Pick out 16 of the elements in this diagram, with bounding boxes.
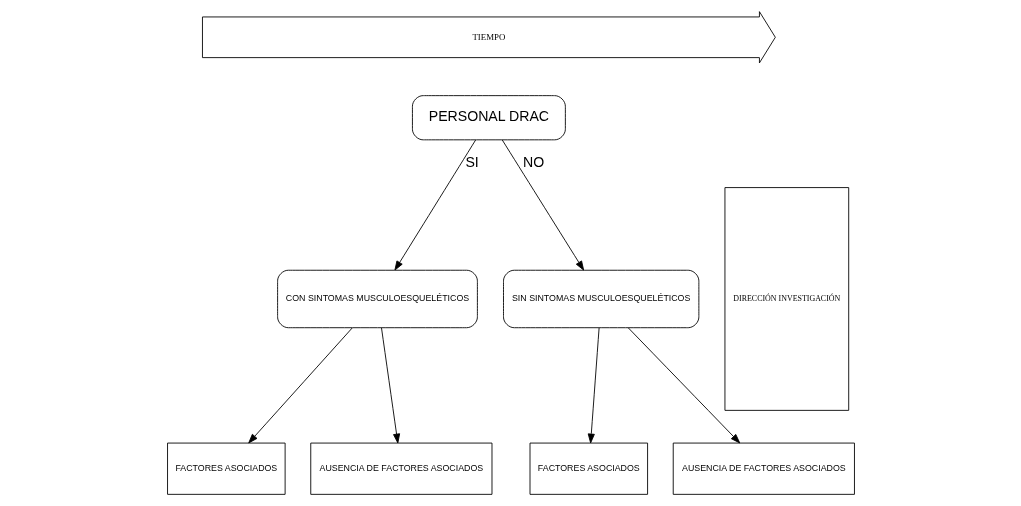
arrow <box>587 327 600 444</box>
node-box: AUSENCIA DE FACTORES ASOCIADOS <box>309 442 492 495</box>
node-box: AUSENCIA DE FACTORES ASOCIADOS <box>672 442 855 495</box>
node-box: SIN SINTOMAS MUSCULOESQUELÉTICOS <box>502 269 699 329</box>
edge-label: SI <box>464 154 479 171</box>
arrow <box>627 327 740 444</box>
arrow <box>393 139 476 271</box>
node-box: FACTORES ASOCIADOS <box>166 442 286 495</box>
node-box: PERSONAL DRAC <box>411 95 566 141</box>
arrow <box>247 327 353 444</box>
arrow <box>380 327 400 444</box>
arrow <box>501 139 584 271</box>
node-box: CON SINTOMAS MUSCULOESQUELÉTICOS <box>276 269 478 329</box>
node-box: DIRECCIÓN INVESTIGACIÓN <box>724 187 849 411</box>
edge-label: NO <box>522 154 544 171</box>
node-box: FACTORES ASOCIADOS <box>529 442 648 495</box>
